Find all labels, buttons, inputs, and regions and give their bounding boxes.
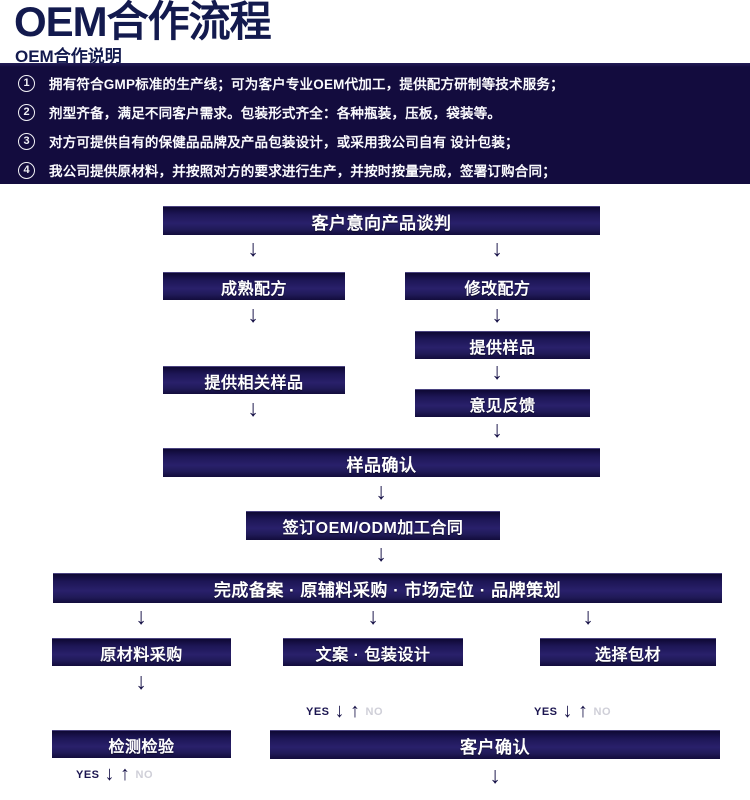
page-title: OEM合作流程 [14, 0, 272, 45]
arrow-down-icon: ↓ [562, 700, 574, 722]
flow-node-modify-formula[interactable]: 修改配方 [405, 272, 590, 300]
info-item-3: 3 对方可提供自有的保健品品牌及产品包装设计，或采用我公司自有 设计包装； [18, 131, 519, 151]
info-item-text: 对方可提供自有的保健品品牌及产品包装设计，或采用我公司自有 设计包装； [49, 135, 519, 150]
yes-label: YES [534, 705, 558, 718]
info-item-4: 4 我公司提供原材料，并按照对方的要求进行生产，并按时按量完成，签署订购合同； [18, 160, 556, 180]
info-item-text: 我公司提供原材料，并按照对方的要求进行生产，并按时按量完成，签署订购合同； [49, 164, 556, 179]
arrow-down-icon: ↓ [247, 395, 259, 421]
no-label: NO [365, 705, 384, 718]
no-label: NO [135, 768, 154, 781]
arrow-up-icon: ↑ [120, 763, 131, 785]
page-subtitle: OEM合作说明 [15, 47, 122, 66]
arrow-down-icon: ↓ [582, 603, 594, 629]
flow-node-sample-confirmation[interactable]: 样品确认 [163, 448, 600, 477]
no-label: NO [593, 705, 612, 718]
panel-sheen [0, 63, 750, 67]
bullet-number-icon: 3 [18, 132, 35, 150]
yes-label: YES [306, 705, 330, 718]
bullet-number-icon: 1 [18, 74, 35, 92]
decision-inspection: YES ↓ ↑ NO [76, 763, 154, 785]
arrow-down-icon: ↓ [491, 235, 503, 261]
arrow-down-icon: ↓ [334, 700, 346, 722]
arrow-down-icon: ↓ [375, 478, 387, 504]
arrow-down-icon: ↓ [491, 301, 503, 327]
decision-packaging-material: YES ↓ ↑ NO [534, 700, 612, 722]
arrow-down-icon: ↓ [489, 762, 501, 788]
bullet-number-icon: 4 [18, 161, 35, 179]
flow-node-provide-sample[interactable]: 提供样品 [415, 331, 590, 359]
arrow-down-icon: ↓ [375, 540, 387, 566]
flow-chart: 客户意向产品谈判 ↓ ↓ 成熟配方 修改配方 ↓ ↓ 提供样品 ↓ 提供相关样品… [0, 184, 750, 800]
flow-node-copy-packaging-design[interactable]: 文案 · 包装设计 [283, 638, 463, 666]
info-item-text: 拥有符合GMP标准的生产线；可为客户专业OEM代加工，提供配方研制等技术服务； [49, 77, 564, 92]
info-item-1: 1 拥有符合GMP标准的生产线；可为客户专业OEM代加工，提供配方研制等技术服务… [18, 73, 564, 93]
info-panel: 1 拥有符合GMP标准的生产线；可为客户专业OEM代加工，提供配方研制等技术服务… [0, 63, 750, 184]
info-item-text: 剂型齐备，满足不同客户需求。包装形式齐全：各种瓶装，压板，袋装等。 [49, 106, 502, 121]
flow-node-sign-contract[interactable]: 签订OEM/ODM加工合同 [246, 511, 500, 540]
flow-node-provide-related-sample[interactable]: 提供相关样品 [163, 366, 345, 394]
flow-node-feedback[interactable]: 意见反馈 [415, 389, 590, 417]
arrow-down-icon: ↓ [367, 603, 379, 629]
arrow-down-icon: ↓ [491, 358, 503, 384]
flow-node-record-purchase-positioning-branding[interactable]: 完成备案 · 原辅料采购 · 市场定位 · 品牌策划 [53, 573, 722, 603]
arrow-up-icon: ↑ [578, 700, 589, 722]
arrow-down-icon: ↓ [247, 235, 259, 261]
arrow-up-icon: ↑ [350, 700, 361, 722]
flow-node-customer-negotiation[interactable]: 客户意向产品谈判 [163, 206, 600, 235]
arrow-down-icon: ↓ [135, 603, 147, 629]
arrow-down-icon: ↓ [491, 416, 503, 442]
arrow-down-icon: ↓ [104, 763, 116, 785]
flow-node-select-packaging-material[interactable]: 选择包材 [540, 638, 716, 666]
bullet-number-icon: 2 [18, 103, 35, 121]
flow-node-raw-material-purchase[interactable]: 原材料采购 [52, 638, 231, 666]
flow-node-customer-confirmation[interactable]: 客户确认 [270, 730, 720, 759]
arrow-down-icon: ↓ [135, 668, 147, 694]
arrow-down-icon: ↓ [247, 301, 259, 327]
info-item-2: 2 剂型齐备，满足不同客户需求。包装形式齐全：各种瓶装，压板，袋装等。 [18, 102, 501, 122]
yes-label: YES [76, 768, 100, 781]
decision-copy-packaging: YES ↓ ↑ NO [306, 700, 384, 722]
flow-node-mature-formula[interactable]: 成熟配方 [163, 272, 345, 300]
flow-node-inspection-testing[interactable]: 检测检验 [52, 730, 231, 758]
